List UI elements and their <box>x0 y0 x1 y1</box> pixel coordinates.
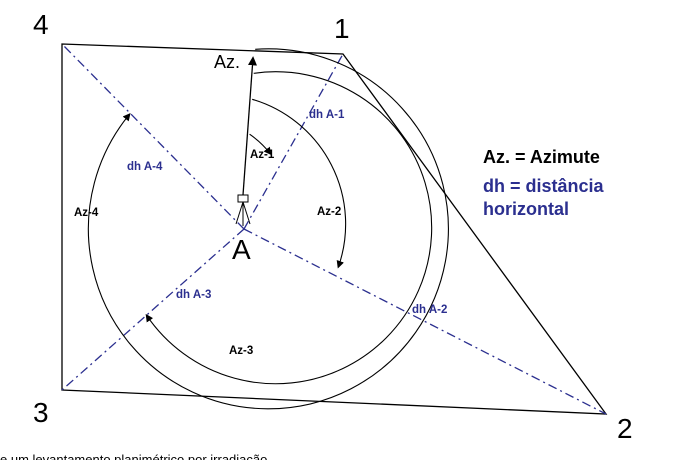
az-3-label: Az-3 <box>229 345 253 357</box>
radial-lines <box>61 43 607 415</box>
figure-caption: e um levantamento planimétrico por irrad… <box>0 452 267 460</box>
instrument-icon <box>235 194 251 226</box>
dh-a-3-label: dh A-3 <box>176 289 211 301</box>
legend-dh-line1: dh = distância <box>483 176 605 196</box>
dh-a-4-label: dh A-4 <box>127 161 163 173</box>
az-4-label: Az-4 <box>74 207 99 219</box>
radial-line-A-2 <box>243 228 607 415</box>
radial-line-A-4 <box>61 43 245 230</box>
az-1-label: Az-1 <box>250 149 275 161</box>
radial-line-A-1 <box>243 53 344 230</box>
arc-az-2 <box>252 98 347 269</box>
legend: Az. = Azimute dh = distância horizontal <box>483 147 605 219</box>
arc-az-4 <box>87 48 449 410</box>
arc-az-3 <box>145 71 433 385</box>
legend-azimute: Az. = Azimute <box>483 147 600 167</box>
dh-a-1-label: dh A-1 <box>309 109 345 121</box>
radial-line-A-3 <box>61 228 245 391</box>
arc-az-1 <box>249 133 272 156</box>
az-2-label: Az-2 <box>317 206 341 218</box>
north-reference-line <box>242 56 258 196</box>
vertex-label-4: 4 <box>33 9 49 40</box>
legend-dh-line2: horizontal <box>483 199 569 219</box>
azimuth-arcs <box>87 48 449 410</box>
vertex-label-3: 3 <box>33 397 49 428</box>
station-label: A <box>232 234 251 265</box>
vertex-label-1: 1 <box>334 13 350 44</box>
dh-a-2-label: dh A-2 <box>412 304 447 316</box>
vertex-label-2: 2 <box>617 413 633 444</box>
north-label: Az. <box>214 52 240 72</box>
